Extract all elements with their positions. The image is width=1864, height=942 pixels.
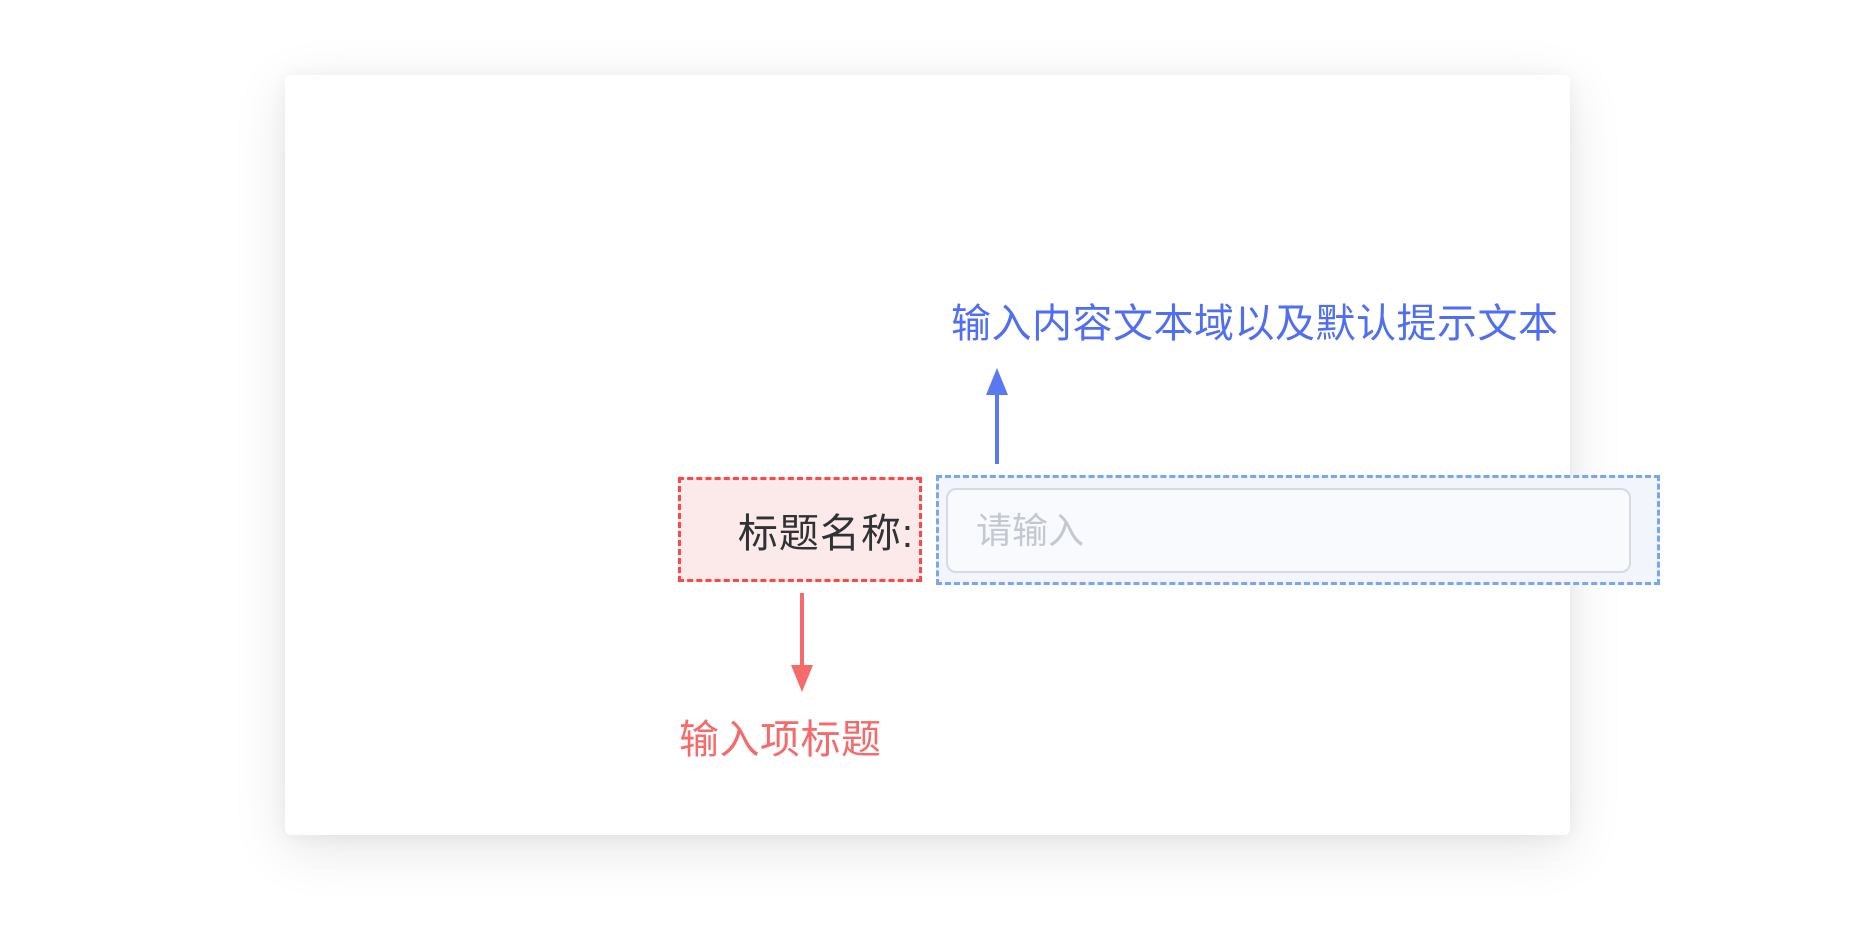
arrow-down-shaft [800, 593, 804, 665]
arrow-up-head [986, 368, 1008, 395]
title-input[interactable] [946, 488, 1631, 573]
arrow-down-head [791, 665, 813, 692]
field-label: 标题名称: [737, 511, 914, 556]
input-highlight-box [936, 475, 1660, 585]
arrow-down-icon [790, 593, 814, 692]
input-annotation-text: 输入内容文本域以及默认提示文本 [951, 302, 1559, 346]
card: 输入内容文本域以及默认提示文本 标题名称: 输入项标题 [285, 75, 1660, 835]
label-highlight-box: 标题名称: [678, 477, 922, 582]
arrow-up-icon [985, 368, 1009, 464]
arrow-up-shaft [995, 395, 999, 464]
label-annotation-text: 输入项标题 [679, 718, 882, 762]
